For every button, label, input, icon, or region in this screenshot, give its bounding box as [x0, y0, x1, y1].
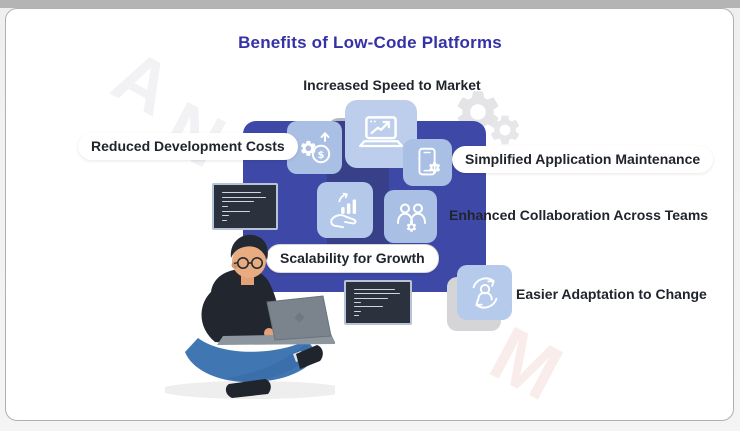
tile-adaptation [457, 265, 512, 320]
code-line [354, 293, 400, 295]
benefit-label-speed-to-market: Increased Speed to Market [303, 77, 481, 93]
person-with-laptop-illustration [165, 234, 335, 399]
code-line [222, 201, 255, 203]
benefit-label-app-maintenance: Simplified Application Maintenance [452, 146, 714, 173]
tile-app-maintenance [403, 139, 452, 186]
code-line [222, 205, 229, 208]
phone-gear-icon [418, 147, 440, 175]
svg-text:$: $ [317, 150, 324, 161]
hand-bar-chart-icon [330, 192, 357, 229]
gear-dollar-coin-icon: $ [300, 131, 330, 163]
benefit-label-adaptation: Easier Adaptation to Change [516, 286, 707, 302]
benefit-label-scalability: Scalability for Growth [266, 244, 439, 273]
code-line [354, 297, 388, 299]
tile-scalability [317, 182, 373, 238]
code-line [354, 306, 383, 308]
code-line [222, 210, 250, 212]
laptop-growth-chart-icon [359, 116, 403, 148]
code-line [354, 315, 359, 317]
code-line [222, 219, 227, 221]
tile-collaboration [384, 190, 437, 243]
benefit-label-collaboration: Enhanced Collaboration Across Teams [449, 207, 709, 223]
code-line [222, 192, 262, 194]
page-title: Benefits of Low-Code Platforms [238, 33, 502, 52]
code-snippet-block [212, 183, 278, 230]
code-line [354, 302, 361, 303]
code-line [222, 196, 266, 198]
team-gear-icon [396, 203, 426, 232]
person-refresh-icon [472, 276, 497, 309]
background-gear-icon [490, 115, 520, 145]
code-line [354, 310, 362, 312]
code-line [222, 215, 229, 217]
tile-speed-to-market [345, 100, 417, 168]
code-line [354, 289, 395, 290]
benefit-label-reduced-costs: Reduced Development Costs [78, 133, 298, 160]
code-snippet-block [344, 280, 412, 325]
